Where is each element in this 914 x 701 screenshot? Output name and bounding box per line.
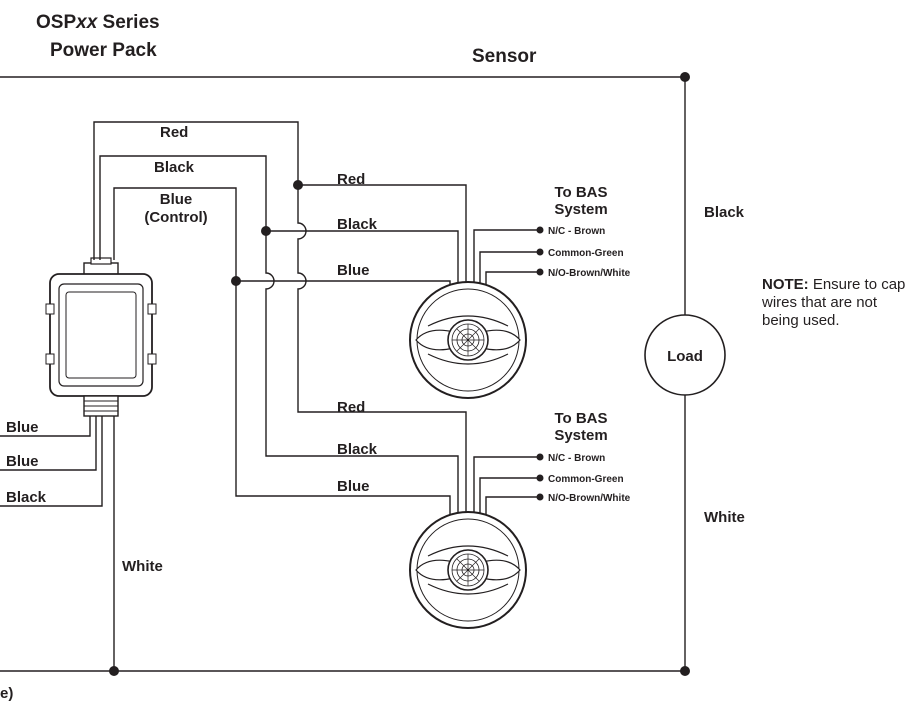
- pack-black-label: Black: [154, 159, 195, 176]
- note-body: Ensure to cap wires that are not being u…: [762, 276, 906, 329]
- occupancy-sensor-2: [409, 511, 527, 629]
- pack-bottom-black-label: Black: [6, 489, 47, 506]
- power-pack: [45, 257, 157, 417]
- bas2-common-terminal: [536, 474, 544, 482]
- pack-bottom-white-label: White: [122, 558, 163, 575]
- sensor1-red-label: Red: [337, 171, 365, 188]
- note-text: NOTE: Ensure to cap wires that are not b…: [762, 276, 912, 330]
- pack-top-wires: [93, 121, 299, 281]
- load-symbol: [644, 314, 726, 396]
- bas1-title2: System: [554, 201, 607, 218]
- pack-blue-label: Blue: [160, 191, 193, 208]
- bas1-title1: To BAS: [554, 184, 607, 201]
- bas1-common-terminal: [536, 248, 544, 256]
- bas2-nc-terminal: [536, 453, 544, 461]
- bas1-common-label: Common-Green: [548, 248, 624, 259]
- sensor1-blue-label: Blue: [337, 262, 370, 279]
- pack-blue-control-label: (Control): [144, 209, 207, 226]
- occupancy-sensor-1: [409, 281, 527, 399]
- diagram-title-line1: OSPxx Series: [36, 12, 160, 33]
- bas2-no-label: N/O-Brown/White: [548, 493, 631, 504]
- bas1-no-terminal: [536, 268, 544, 276]
- bas1-nc-terminal: [536, 226, 544, 234]
- load-bottom-wire-label: White: [704, 509, 745, 526]
- bas2-title2: System: [554, 427, 607, 444]
- junction-bottom-right: [680, 666, 690, 676]
- sensor2-blue-label: Blue: [337, 478, 370, 495]
- bas2-title1: To BAS: [554, 410, 607, 427]
- sensor1-wires: [236, 184, 540, 290]
- sensor1-black-label: Black: [337, 216, 378, 233]
- pack-red-label: Red: [160, 124, 188, 141]
- sensor-header: Sensor: [472, 46, 537, 67]
- sensor2-wires: [473, 456, 540, 520]
- pack-bottom-blue1-label: Blue: [6, 419, 39, 436]
- sensor2-red-label: Red: [337, 399, 365, 416]
- vertical-buses: [235, 185, 467, 520]
- bas1-nc-label: N/C - Brown: [548, 226, 605, 237]
- bas1-no-label: N/O-Brown/White: [548, 268, 631, 279]
- sensor2-black-label: Black: [337, 441, 378, 458]
- pack-bottom-blue2-label: Blue: [6, 453, 39, 470]
- bas2-no-terminal: [536, 493, 544, 501]
- diagram-title-line2: Power Pack: [50, 40, 157, 61]
- load-top-wire-label: Black: [704, 204, 745, 221]
- load-label: Load: [667, 348, 703, 365]
- junction-top-right: [680, 72, 690, 82]
- bas2-common-label: Common-Green: [548, 474, 624, 485]
- bottom-partial-label: e): [0, 685, 13, 701]
- bas2-nc-label: N/C - Brown: [548, 453, 605, 464]
- pack-bottom-wires: [0, 416, 115, 671]
- note-bold: NOTE:: [762, 276, 809, 293]
